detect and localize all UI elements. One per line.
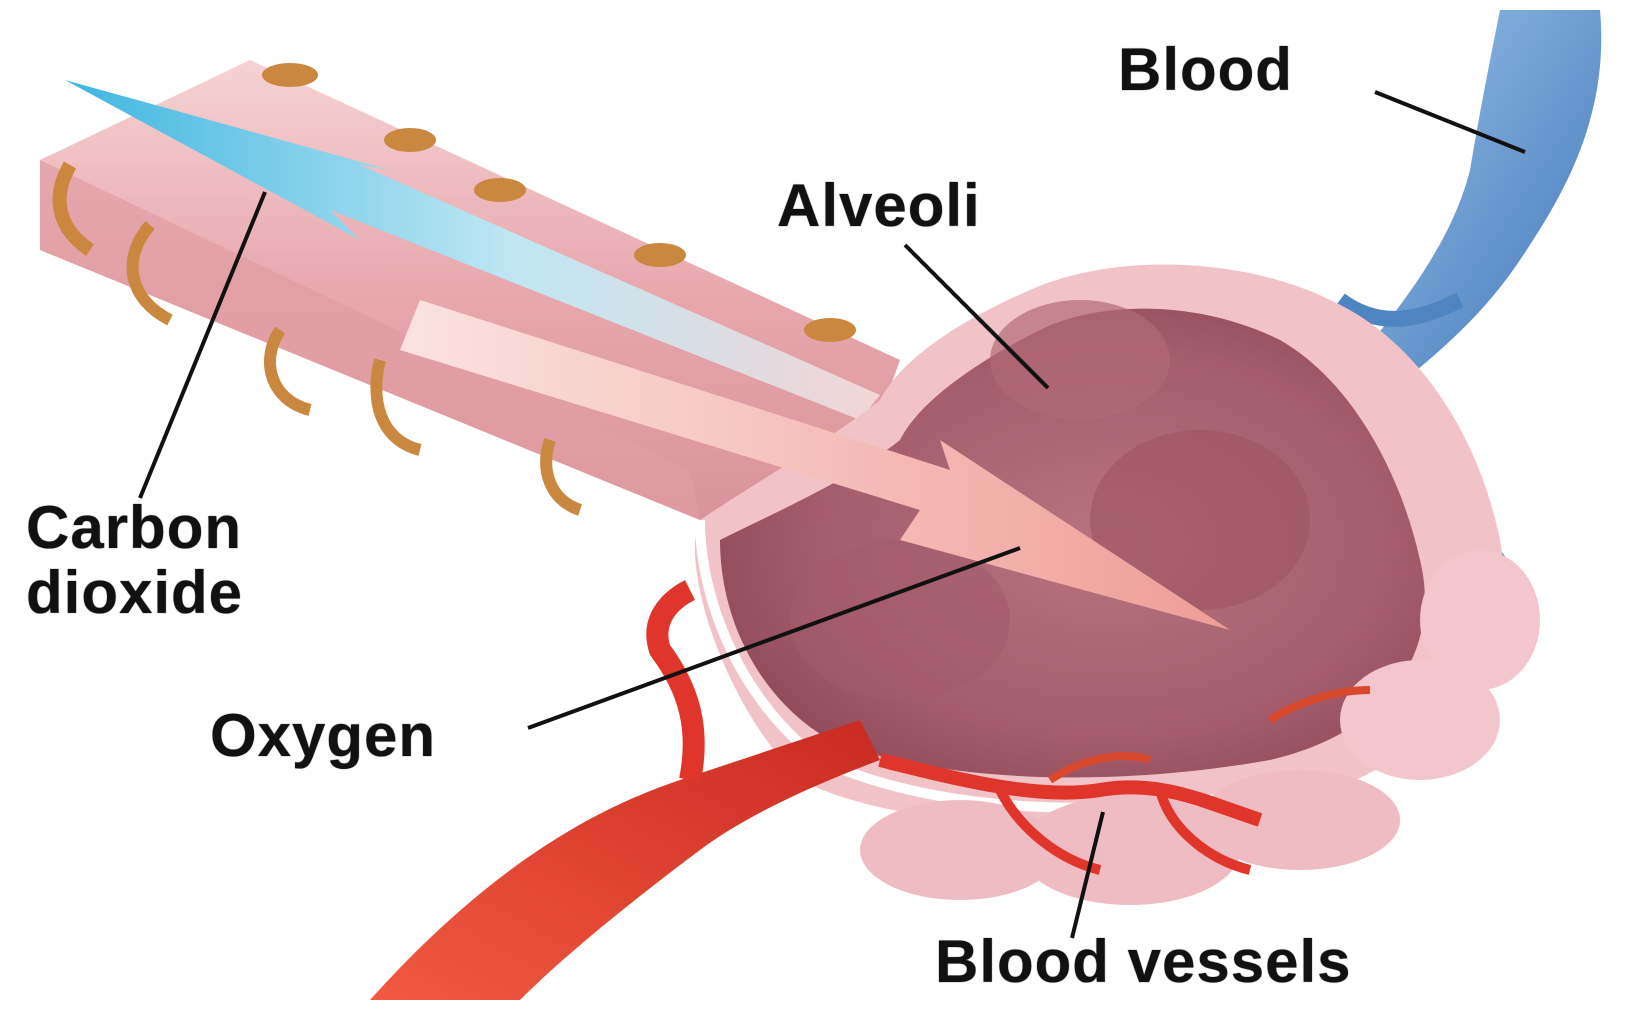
label-carbon-dioxide: Carbon dioxide — [26, 496, 243, 626]
label-blood-vessels: Blood vessels — [935, 932, 1352, 992]
label-blood: Blood — [1118, 40, 1293, 100]
label-carbon-line2: dioxide — [26, 561, 243, 626]
label-carbon-line1: Carbon — [26, 496, 243, 561]
label-oxygen: Oxygen — [210, 706, 436, 766]
label-alveoli: Alveoli — [777, 176, 981, 236]
